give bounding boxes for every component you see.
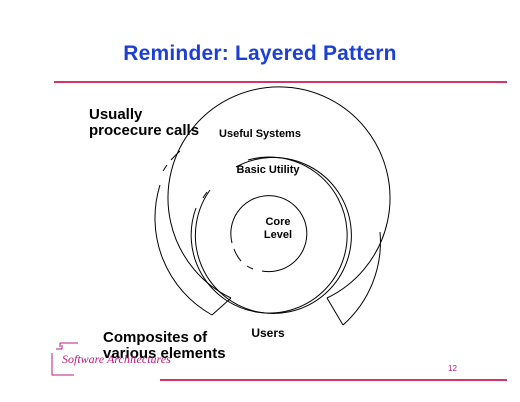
layer-label-basic-utility: Basic Utility <box>0 164 520 176</box>
footer-rule <box>160 379 507 381</box>
annotation-line: procecure calls <box>89 122 200 139</box>
logo-text: Software Architectures <box>62 352 171 366</box>
annotation-line: various elements <box>103 345 226 362</box>
outer-ring-left <box>154 184 213 316</box>
middle-ring-top <box>190 156 348 314</box>
annotation-procedure-calls: Usually procecure calls <box>89 107 199 139</box>
logo-frame-icon <box>51 342 78 376</box>
layer-label-text: Useful Systems <box>219 128 301 140</box>
annotation-line: Composites of <box>103 329 208 346</box>
core-ring-dash <box>233 248 242 262</box>
users-boundary-left <box>211 297 232 316</box>
middle-ring-dash <box>202 191 208 199</box>
core-ring <box>230 195 308 273</box>
layer-label-users: Users <box>0 326 520 340</box>
page-number: 12 <box>448 364 457 373</box>
core-ring-dash <box>246 265 254 270</box>
middle-ring <box>194 156 352 314</box>
outer-ring-dash <box>162 164 168 172</box>
core-line-1: Core <box>265 216 291 228</box>
users-boundary-right <box>326 297 344 326</box>
layer-label-text: Basic Utility <box>236 164 300 176</box>
outer-ring-dash <box>170 150 181 161</box>
title-rule <box>54 81 507 83</box>
annotation-composites: Composites of various elements <box>103 330 226 362</box>
layer-label-text: Users <box>251 326 285 340</box>
annotation-line: Usually <box>89 106 143 123</box>
outer-ring-right <box>342 231 381 326</box>
layer-label-useful-systems: Useful Systems <box>0 128 520 140</box>
outer-ring <box>167 86 391 299</box>
slide-title: Reminder: Layered Pattern <box>123 42 397 65</box>
core-line-2: Level <box>263 229 293 241</box>
